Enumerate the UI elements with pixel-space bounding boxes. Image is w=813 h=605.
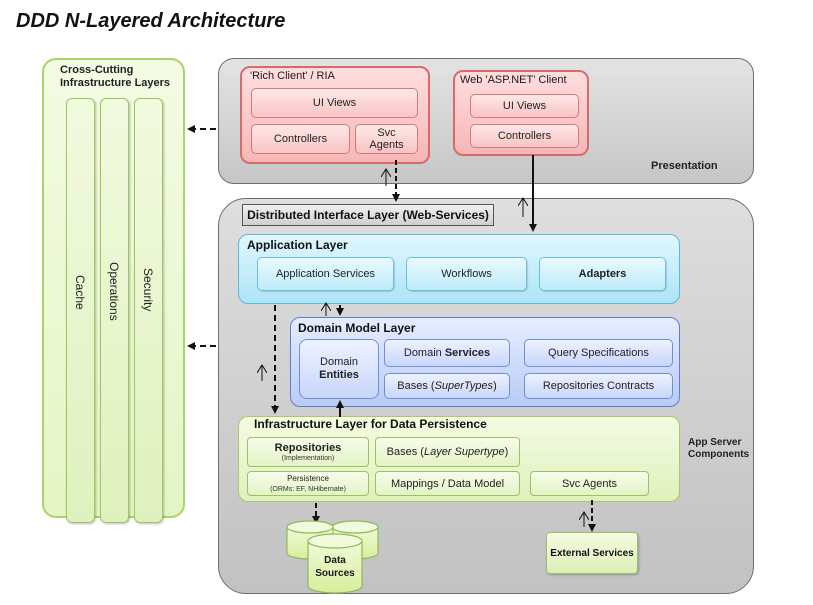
cache-column <box>66 98 95 523</box>
infra-persistence: Persistence (ORMs: EF, NHibernate) <box>247 471 369 496</box>
presentation-label: Presentation <box>651 160 718 172</box>
external-services: External Services <box>546 532 638 574</box>
diagram-title: DDD N-Layered Architecture <box>16 10 286 32</box>
rich-controllers: Controllers <box>251 124 350 154</box>
distributed-interface-layer: Distributed Interface Layer (Web-Service… <box>242 204 494 226</box>
application-services: Application Services <box>257 257 394 291</box>
infra-bases: Bases (Layer Supertype) <box>375 437 520 467</box>
rich-svc-agents: Svc Agents <box>355 124 418 154</box>
web-ui-views: UI Views <box>470 94 579 118</box>
domain-entities: Domain Entities <box>299 339 379 399</box>
rich-client-title: 'Rich Client' / RIA <box>250 70 335 82</box>
data-sources-label: Data Sources <box>315 555 355 579</box>
domain-entities-bottom: Entities <box>319 369 359 381</box>
infra-svc-agents: Svc Agents <box>530 471 649 496</box>
domain-model-title: Domain Model Layer <box>298 321 416 335</box>
domain-services: Domain Services <box>384 339 510 367</box>
app-server-label: App Server Components <box>688 437 750 460</box>
domain-bases-suffix: ) <box>493 379 497 392</box>
query-specifications: Query Specifications <box>524 339 673 367</box>
domain-services-prefix: Domain <box>403 346 442 359</box>
cross-cutting-title: Cross-Cutting Infrastructure Layers <box>60 64 171 89</box>
cache-label: Cache <box>73 275 87 310</box>
infra-repositories-sub: (Implementation) <box>281 454 335 462</box>
infrastructure-title: Infrastructure Layer for Data Persistenc… <box>254 417 487 431</box>
web-client-title: Web 'ASP.NET' Client <box>460 74 567 86</box>
workflows: Workflows <box>406 257 527 291</box>
operations-column <box>100 98 129 523</box>
web-controllers: Controllers <box>470 124 579 148</box>
domain-services-bold: Services <box>444 346 491 359</box>
application-layer-title: Application Layer <box>247 238 348 252</box>
operations-label: Operations <box>107 262 121 321</box>
domain-entities-top: Domain <box>320 356 358 368</box>
infra-bases-suffix: ) <box>504 446 509 458</box>
infra-bases-prefix: Bases ( <box>386 446 424 458</box>
infra-persistence-sub: (ORMs: EF, NHibernate) <box>270 486 346 493</box>
security-column <box>134 98 163 523</box>
infra-mappings: Mappings / Data Model <box>375 471 520 496</box>
infra-repositories: Repositories (Implementation) <box>247 437 369 467</box>
repositories-contracts: Repositories Contracts <box>524 373 673 399</box>
infra-repositories-label: Repositories <box>274 441 342 454</box>
security-label: Security <box>141 268 155 312</box>
data-sources-cylinders <box>286 520 379 594</box>
domain-bases-italic: SuperTypes <box>434 379 494 392</box>
domain-bases-prefix: Bases ( <box>397 379 435 392</box>
adapters: Adapters <box>539 257 666 291</box>
infra-persistence-label: Persistence <box>287 474 329 483</box>
domain-bases: Bases (SuperTypes) <box>384 373 510 399</box>
rich-ui-views: UI Views <box>251 88 418 118</box>
infra-bases-italic: Layer Supertype <box>423 446 505 458</box>
